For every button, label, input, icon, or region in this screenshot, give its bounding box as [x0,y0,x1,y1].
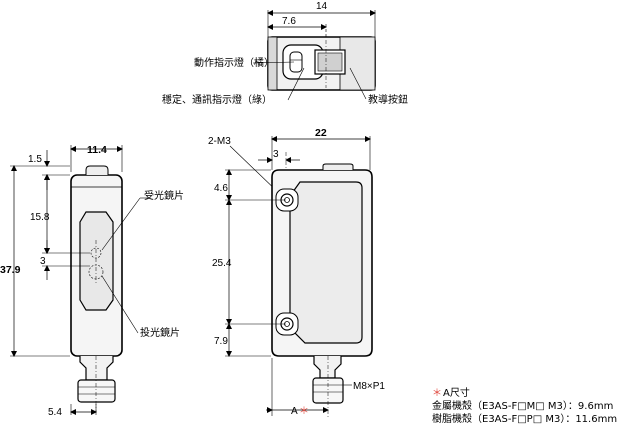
front-view: 22 3 2-M3 [208,127,385,418]
notes: ＊ A尺寸 金屬機殼（E3AS-F□M□ M3）：9.6mm 樹脂機殼（E3AS… [432,386,617,425]
label-dim-a: A [291,406,298,417]
label-emitter-lens: 投光鏡片 [140,326,180,339]
mount-hole-top [275,188,299,212]
label-teach-button: 教導按鈕 [368,93,408,106]
front-dim-width: 22 [315,127,327,139]
side-dim-top: 1.5 [28,154,42,165]
label-receiver-lens: 受光鏡片 [144,189,184,202]
note-title: A尺寸 [443,386,470,399]
front-dim-hole-offset: 3 [273,149,279,160]
side-connector [79,356,114,381]
side-dim-gap: 3 [40,256,46,267]
front-dim-hole-top: 4.6 [214,183,228,194]
label-operation-indicator: 動作指示燈（橘） [194,56,274,69]
note-line-metal: 金屬機殼（E3AS-F□M□ M3）：9.6mm [432,399,613,412]
top-view: 14 7.6 動作指示燈（橘） 穩定、通訊指示燈（綠） 教導按鈕 [162,1,408,106]
note-line-resin: 樹脂機殼（E3AS-F□P□ M3）：11.6mm [432,412,617,425]
mount-hole-bottom [275,312,299,336]
label-stability-indicator: 穩定、通訊指示燈（綠） [162,93,272,106]
lens-window [79,211,114,311]
side-dim-height: 37.9 [0,264,21,276]
front-lens-window [289,181,363,344]
note-asterisk: ＊ [432,388,442,399]
side-dim-receiver: 15.8 [30,212,50,223]
side-view: 11.4 37.9 1.5 15.8 3 [0,144,184,418]
front-dim-hole-pitch: 25.4 [212,258,232,269]
front-dim-hole-bottom: 7.9 [214,336,228,347]
label-mount-holes: 2-M3 [208,136,231,147]
front-connector [313,356,342,379]
side-dim-bottom: 5.4 [48,407,62,418]
dim-a-asterisk: ＊ [299,406,309,417]
label-connector: M8×P1 [353,381,385,392]
top-dim-offset: 7.6 [282,16,296,27]
side-dim-width: 11.4 [87,144,107,156]
top-dim-width: 14 [316,1,328,12]
